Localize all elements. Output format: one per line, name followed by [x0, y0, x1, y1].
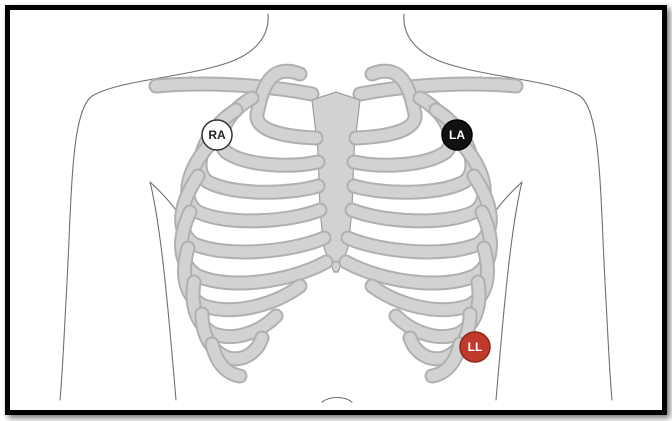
electrode-ra: RA — [202, 120, 232, 150]
electrode-ll: LL — [460, 332, 490, 362]
electrode-la-label: LA — [449, 128, 465, 142]
electrode-la: LA — [442, 120, 472, 150]
electrode-ll-label: LL — [468, 340, 483, 354]
rib-cage-left-side — [346, 71, 490, 376]
electrode-ra-label: RA — [208, 128, 226, 142]
rib-cage-right-side — [182, 71, 326, 376]
